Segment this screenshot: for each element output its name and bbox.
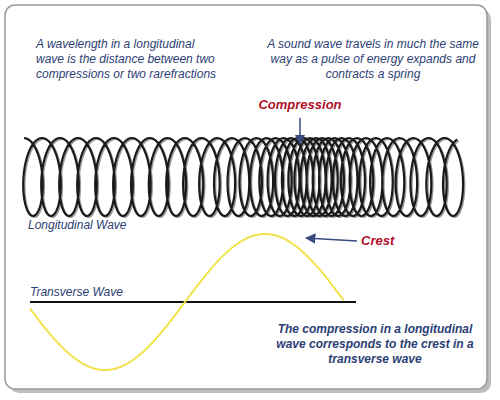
part-label: Crest [361,233,421,248]
frame-border [5,5,487,389]
part-label: Transverse Wave [30,285,190,300]
part-label: Compression [250,97,350,112]
spring-illustration [23,138,464,217]
leader-arrow [306,238,357,241]
note-text: A sound wave travels in much the same wa… [262,37,484,82]
note-text: A wavelength in a longitudinal wave is t… [36,37,218,82]
axis-line [30,301,356,303]
part-label: Longitudinal Wave [28,218,188,233]
leader-arrow [299,118,301,144]
spring-coil [23,138,463,216]
note-text: The compression in a longitudinal wave c… [262,322,488,367]
